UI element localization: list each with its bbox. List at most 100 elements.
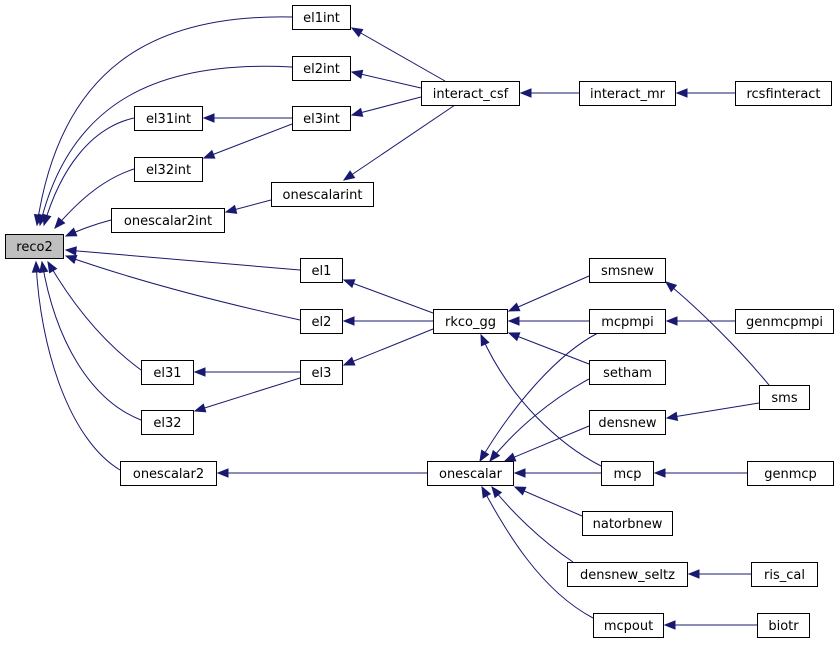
node-el2int[interactable]: el2int <box>292 56 351 81</box>
node-sms[interactable]: sms <box>759 385 810 410</box>
node-el31[interactable]: el31 <box>141 360 194 385</box>
node-densnew-seltz[interactable]: densnew_seltz <box>567 562 688 587</box>
node-box <box>433 309 508 334</box>
node-box <box>300 360 343 385</box>
edge-line <box>504 425 590 462</box>
node-label: mcpmpi <box>601 315 654 330</box>
arrow-head <box>39 260 49 274</box>
node-box <box>589 410 666 435</box>
node-genmcpmpi[interactable]: genmcpmpi <box>735 309 834 334</box>
node-el32[interactable]: el32 <box>141 410 194 435</box>
edge-interact_csf-to-el3int <box>350 96 422 117</box>
node-label: genmcp <box>764 467 817 482</box>
arrow-head <box>503 452 517 462</box>
node-box <box>141 360 194 385</box>
edge-onescalar2-to-reco2 <box>31 260 121 471</box>
node-interact-mr[interactable]: interact_mr <box>579 81 676 106</box>
edge-line <box>343 328 434 366</box>
node-ris-cal[interactable]: ris_cal <box>751 562 818 587</box>
arrow-head <box>519 88 532 98</box>
edge-mcpout-to-onescalar <box>481 485 594 619</box>
edge-line <box>479 332 599 462</box>
node-interact-csf[interactable]: interact_csf <box>421 81 520 106</box>
arrow-head <box>665 316 678 326</box>
arrow-head <box>687 569 700 579</box>
edge-el2-to-reco2 <box>64 255 301 321</box>
node-box <box>579 81 676 106</box>
node-label: reco2 <box>16 240 52 255</box>
node-el2[interactable]: el2 <box>300 309 343 334</box>
edge-line <box>47 261 142 371</box>
nodes-layer: reco2 el1int el2int el31int el3int el32int one… <box>5 5 834 638</box>
arrow-head <box>42 213 52 227</box>
node-box <box>735 309 834 334</box>
arrow-head <box>480 333 490 347</box>
node-genmcp[interactable]: genmcp <box>747 461 834 486</box>
node-onescalar2[interactable]: onescalar2 <box>120 461 217 486</box>
node-box <box>757 613 810 638</box>
node-mcp[interactable]: mcp <box>601 461 654 486</box>
edge-line <box>203 123 293 159</box>
arrow-head <box>342 170 356 181</box>
arrow-head <box>481 485 492 499</box>
node-el32int[interactable]: el32int <box>134 157 203 182</box>
edge-line <box>39 65 293 226</box>
node-reco2[interactable]: reco2 <box>5 234 64 259</box>
arrow-head <box>224 204 238 214</box>
node-onescalar2int[interactable]: onescalar2int <box>111 208 225 233</box>
node-label: ris_cal <box>764 568 805 583</box>
edge-line <box>36 16 293 226</box>
node-box <box>589 258 666 283</box>
arrow-head <box>507 316 520 326</box>
arrow-head <box>350 107 364 117</box>
edge-el3int-to-el32int <box>202 123 293 159</box>
edge-rcsfinteract-to-interact_mr <box>675 88 735 98</box>
node-label: onescalar2int <box>124 214 212 229</box>
node-onescalar[interactable]: onescalar <box>427 461 514 486</box>
edge-line <box>351 96 422 116</box>
node-el3int[interactable]: el3int <box>292 106 351 131</box>
node-smsnew[interactable]: smsnew <box>589 258 666 283</box>
node-densnew[interactable]: densnew <box>589 410 666 435</box>
edge-mcpmpi-to-onescalar <box>479 332 599 463</box>
arrow-head <box>31 260 42 273</box>
arrow-head <box>64 246 77 256</box>
node-el3[interactable]: el3 <box>300 360 343 385</box>
arrow-head <box>491 485 503 499</box>
node-mcpmpi[interactable]: mcpmpi <box>589 309 666 334</box>
edge-line <box>41 261 142 421</box>
edge-line <box>508 275 590 312</box>
edge-setham-to-onescalar <box>489 378 590 463</box>
edge-rkco_gg-to-el2 <box>342 316 433 326</box>
edge-mcp-to-rkco_gg <box>480 333 602 467</box>
edge-natorbnew-to-onescalar <box>513 486 583 517</box>
node-mcpout[interactable]: mcpout <box>593 613 664 638</box>
node-el1int[interactable]: el1int <box>292 5 351 30</box>
node-onescalarint[interactable]: onescalarint <box>271 182 374 207</box>
node-box <box>601 461 654 486</box>
node-setham[interactable]: setham <box>589 360 666 385</box>
node-el1[interactable]: el1 <box>300 258 343 283</box>
node-natorbnew[interactable]: natorbnew <box>582 511 673 536</box>
node-el31int[interactable]: el31int <box>134 106 203 131</box>
node-rcsfinteract[interactable]: rcsfinteract <box>735 81 832 106</box>
node-label: el3 <box>312 366 332 381</box>
node-label: interact_mr <box>590 87 666 102</box>
node-biotr[interactable]: biotr <box>757 613 810 638</box>
edge-el1-to-reco2 <box>64 246 301 271</box>
node-label: onescalar2 <box>133 467 204 482</box>
edge-el32-to-reco2 <box>39 260 142 421</box>
node-label: el31int <box>146 112 191 127</box>
arrow-head <box>193 403 207 413</box>
arrow-head <box>489 449 501 463</box>
node-box <box>292 56 351 81</box>
arrow-head <box>202 149 216 159</box>
node-box <box>134 106 203 131</box>
node-box <box>589 360 666 385</box>
edge-line <box>43 117 135 226</box>
node-box <box>582 511 673 536</box>
node-box <box>747 461 834 486</box>
node-label: mcpout <box>604 619 653 634</box>
node-rkco-gg[interactable]: rkco_gg <box>433 309 508 334</box>
